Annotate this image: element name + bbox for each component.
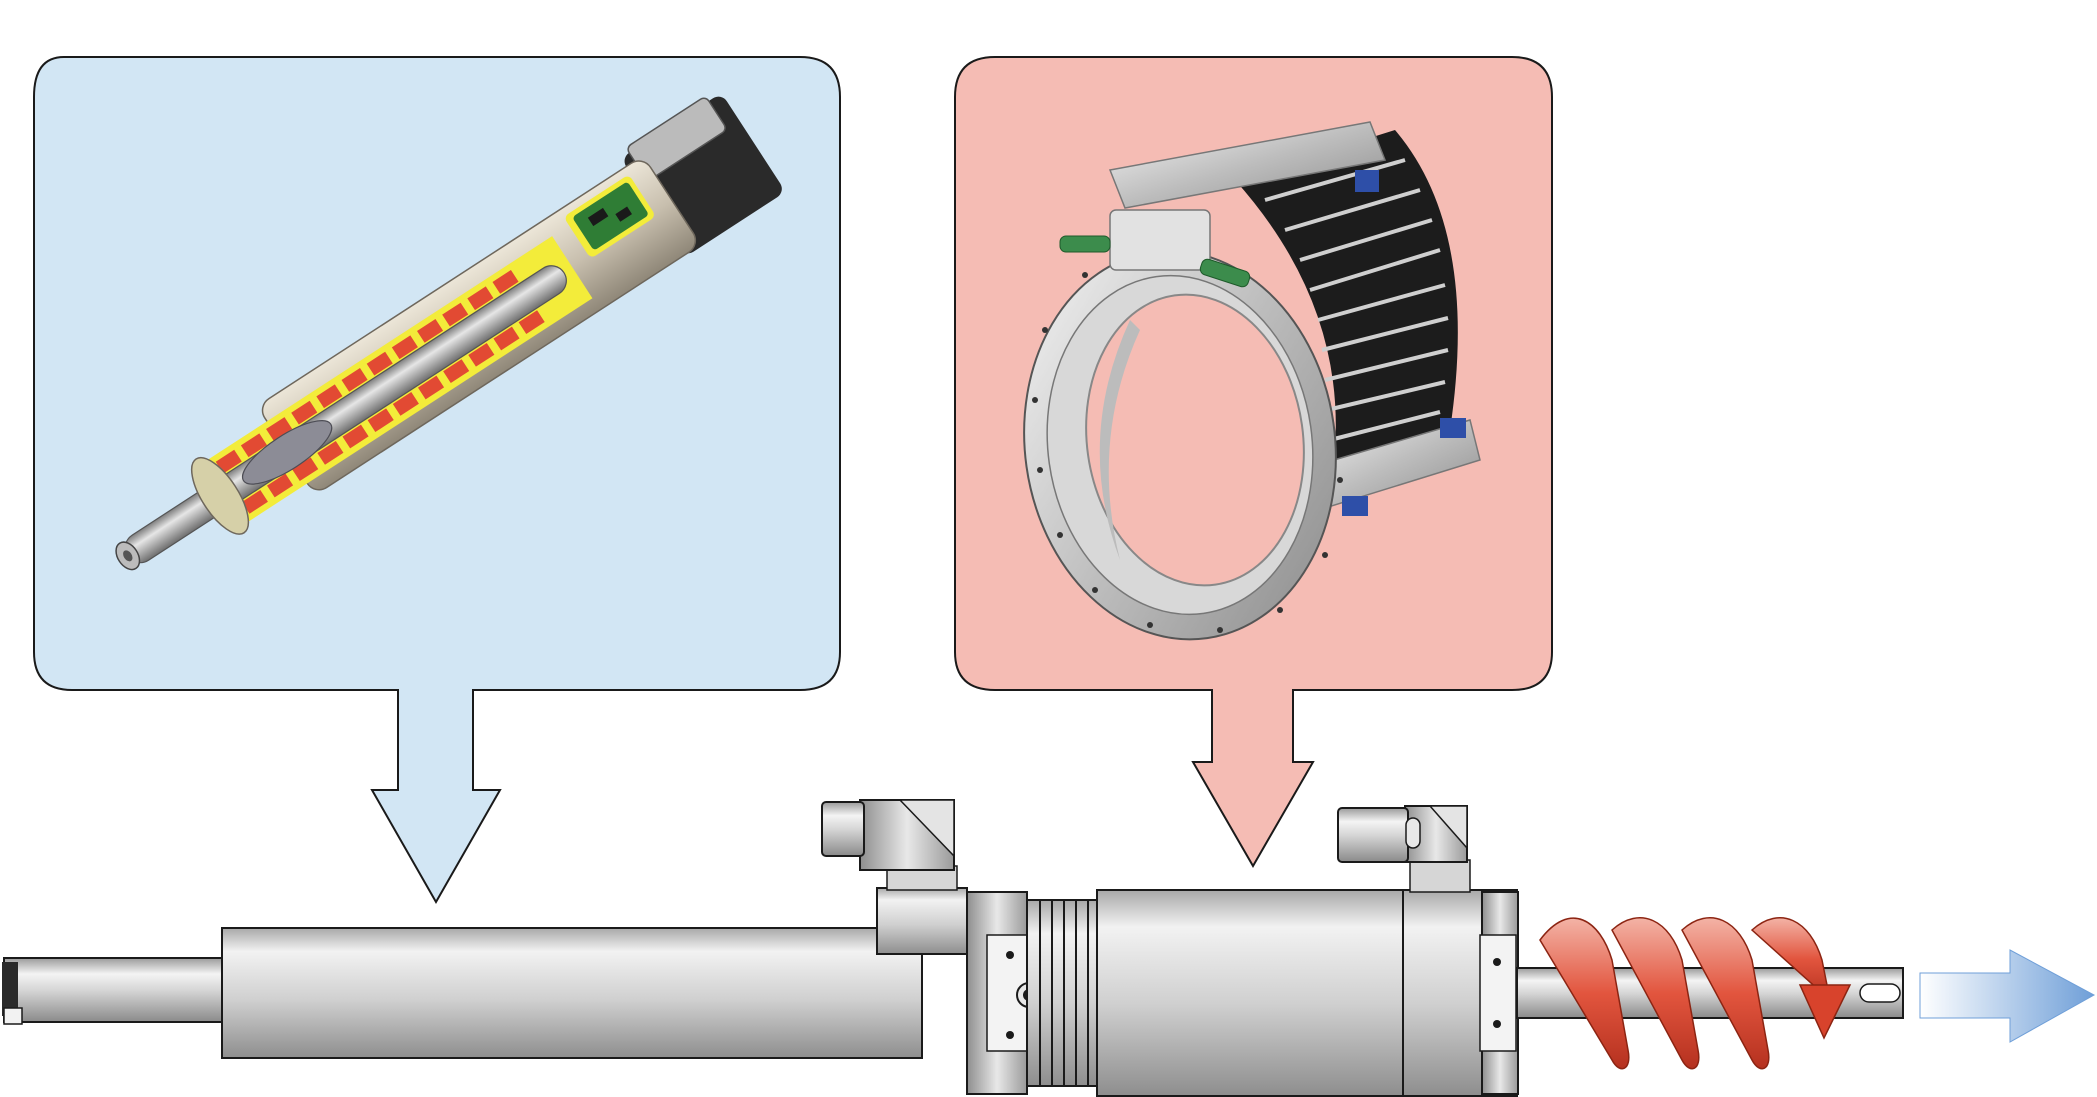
linear-motor-cutaway-icon [115, 96, 782, 571]
rotation-arrow-icon [1539, 917, 1852, 1070]
torque-motor-callout [954, 56, 1553, 869]
output-rod-left [3, 957, 229, 1023]
linear-motor-callout [33, 56, 841, 905]
cooling-fins [1026, 899, 1100, 1087]
linear-motor-connector-icon [821, 799, 968, 955]
linear-motion-arrow-icon [1919, 949, 2096, 1043]
linear-rotary-actuator-icon [2, 799, 1904, 1097]
torque-motor-connector-icon [1337, 805, 1471, 893]
torque-motor-ring-icon [1023, 121, 1481, 641]
torque-motor-housing [1096, 889, 1518, 1097]
linear-motor-tube [221, 927, 923, 1059]
